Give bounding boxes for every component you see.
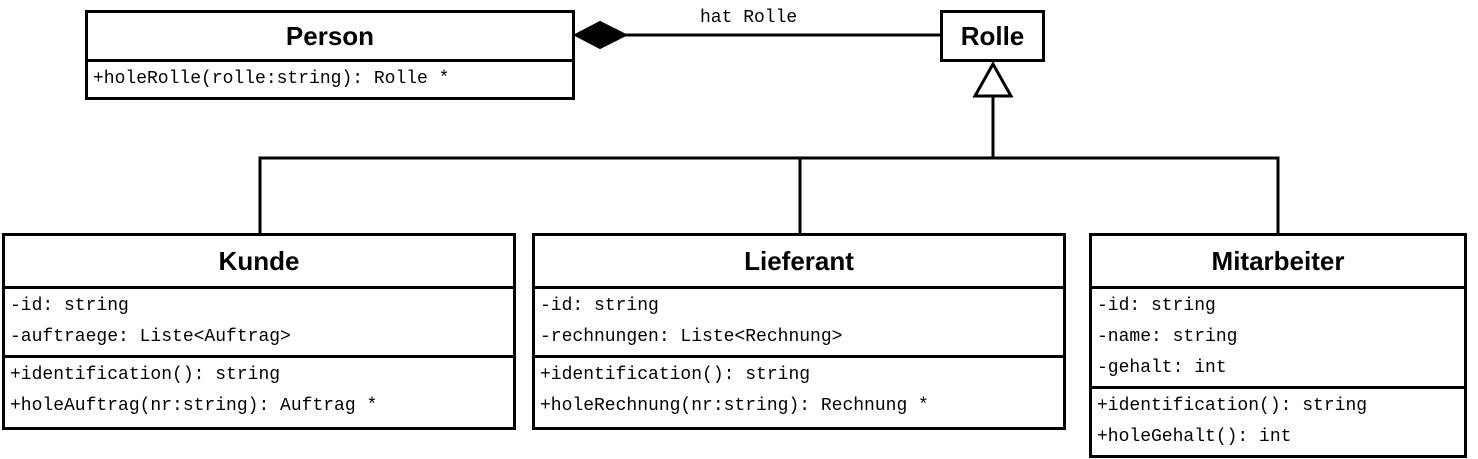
method: +holeAuftrag(nr:string): Auftrag * bbox=[10, 396, 378, 416]
class-person-name: Person bbox=[285, 20, 375, 51]
method: +identification(): string bbox=[540, 365, 811, 385]
attribute: -auftraege: Liste<Auftrag> bbox=[10, 327, 291, 347]
method: +holeRechnung(nr:string): Rechnung * bbox=[540, 396, 929, 416]
attribute: -rechnungen: Liste<Rechnung> bbox=[540, 327, 843, 347]
class-kunde: Kunde -id: string -auftraege: Liste<Auft… bbox=[2, 233, 516, 430]
class-person-methods: +holeRolle(rolle:string): Rolle * bbox=[88, 59, 572, 97]
attribute: -id: string bbox=[1097, 296, 1216, 316]
generalization-triangle-icon bbox=[972, 60, 1014, 98]
class-kunde-name: Kunde bbox=[218, 245, 300, 276]
association-label-hat-rolle: hat Rolle bbox=[700, 8, 798, 28]
class-person: Person +holeRolle(rolle:string): Rolle * bbox=[85, 10, 575, 100]
method: +holeRolle(rolle:string): Rolle * bbox=[93, 69, 450, 89]
class-mitarbeiter-name: Mitarbeiter bbox=[1211, 245, 1345, 276]
attribute: -id: string bbox=[540, 296, 659, 316]
method: +identification(): string bbox=[10, 365, 281, 385]
class-lieferant-methods: +identification(): string +holeRechnung(… bbox=[535, 355, 1063, 427]
class-lieferant-attributes: -id: string -rechnungen: Liste<Rechnung> bbox=[535, 286, 1063, 355]
composition-diamond-icon bbox=[572, 20, 629, 50]
class-rolle: Rolle bbox=[940, 10, 1045, 62]
method: +holeGehalt(): int bbox=[1097, 427, 1292, 447]
class-mitarbeiter-methods: +identification(): string +holeGehalt():… bbox=[1092, 386, 1464, 455]
class-lieferant-name: Lieferant bbox=[744, 245, 854, 276]
class-mitarbeiter-attributes: -id: string -name: string -gehalt: int bbox=[1092, 286, 1464, 386]
attribute: -id: string bbox=[10, 296, 129, 316]
method: +identification(): string bbox=[1097, 396, 1368, 416]
class-lieferant: Lieferant -id: string -rechnungen: Liste… bbox=[532, 233, 1066, 430]
class-kunde-attributes: -id: string -auftraege: Liste<Auftrag> bbox=[5, 286, 513, 355]
attribute: -name: string bbox=[1097, 327, 1238, 347]
class-mitarbeiter: Mitarbeiter -id: string -name: string -g… bbox=[1089, 233, 1467, 458]
class-kunde-methods: +identification(): string +holeAuftrag(n… bbox=[5, 355, 513, 427]
class-rolle-name: Rolle bbox=[960, 20, 1025, 51]
attribute: -gehalt: int bbox=[1097, 358, 1227, 378]
